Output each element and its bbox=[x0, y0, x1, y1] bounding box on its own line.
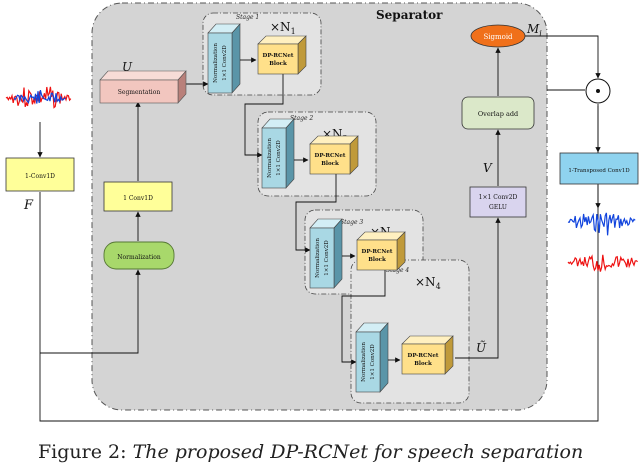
symbol-f: F bbox=[23, 198, 34, 213]
stage-2-dp-block bbox=[309, 135, 359, 175]
conv2d-label: 1×1 Conv2D bbox=[479, 194, 518, 201]
encoder-block bbox=[5, 157, 75, 192]
stage-1-conv-label: 1×1 Conv2D bbox=[222, 45, 228, 81]
stage-2-norm-block bbox=[261, 118, 295, 189]
stage-4-dp-block bbox=[401, 335, 454, 375]
normalization-label: Normalization bbox=[117, 254, 161, 261]
figure-caption: Figure 2: The proposed DP-RCNet for spee… bbox=[38, 441, 584, 463]
stage-4-label: Stage 4 bbox=[386, 267, 409, 274]
stage-1-norm-block bbox=[207, 23, 241, 94]
stage-3-norm-label: Normalization bbox=[315, 238, 321, 278]
sigmoid-block bbox=[470, 24, 526, 48]
stage-2-conv-label: 1×1 Conv2D bbox=[276, 140, 282, 176]
stage-3-dp-label: DP-RCNet bbox=[362, 249, 393, 255]
stage-2-dp-label: DP-RCNet bbox=[315, 153, 346, 159]
output-waveform-blue bbox=[567, 212, 636, 236]
stage-4-norm-label: Normalization bbox=[361, 342, 367, 382]
stage-2-label: Stage 2 bbox=[290, 115, 313, 122]
input-waveform bbox=[5, 86, 72, 109]
symbol-u: U bbox=[122, 60, 133, 74]
stage-2-norm-label: Normalization bbox=[267, 138, 273, 178]
stage-1-dp-label: DP-RCNet bbox=[263, 53, 294, 59]
stage-3-dp-block bbox=[356, 231, 406, 271]
multiply-dot bbox=[596, 89, 600, 93]
stage-3-conv-label: 1×1 Conv2D bbox=[324, 240, 330, 276]
decoder-block bbox=[559, 152, 639, 185]
separator-title: Separator bbox=[376, 8, 443, 22]
conv2d-gelu-block bbox=[469, 186, 527, 218]
stage-1-norm-label: Normalization bbox=[213, 43, 219, 83]
symbol-m: Mi bbox=[526, 22, 542, 38]
sigmoid-label: Sigmoid bbox=[483, 33, 513, 41]
gelu-label: GELU bbox=[489, 204, 507, 211]
stage-1-label: Stage 1 bbox=[236, 14, 259, 21]
stage-4-dp-label: DP-RCNet bbox=[408, 353, 439, 359]
stage-4-conv-label: 1×1 Conv2D bbox=[370, 344, 376, 380]
decoder-label: 1-Transposed Conv1D bbox=[568, 168, 630, 174]
stage-4-repeat: ×N4 bbox=[415, 275, 441, 291]
connection-lines bbox=[37, 35, 601, 422]
segmentation-block bbox=[99, 70, 187, 104]
stage-3-norm-block bbox=[309, 218, 343, 289]
stage-3-label: Stage 3 bbox=[340, 219, 363, 226]
stage-2-dp-label-2: Block bbox=[321, 161, 339, 167]
stage-4-norm-block bbox=[355, 322, 389, 393]
conv1d-label: 1 Conv1D bbox=[123, 195, 153, 202]
encoder-label: 1-Conv1D bbox=[25, 173, 55, 180]
normalization-block bbox=[103, 241, 175, 270]
overlap-add-label: Overlap add bbox=[478, 110, 518, 118]
conv1d-block bbox=[103, 181, 173, 212]
stage-3-dp-label-2: Block bbox=[368, 257, 386, 263]
symbol-u-tilde: Ũ bbox=[476, 340, 487, 355]
stage-1-dp-label-2: Block bbox=[269, 61, 287, 67]
overlap-add-block bbox=[461, 96, 535, 130]
stage-1-repeat: ×N1 bbox=[270, 20, 296, 36]
stage-4-dp-label-2: Block bbox=[414, 361, 432, 367]
segmentation-label: Segmentation bbox=[118, 89, 161, 96]
symbol-v: V bbox=[483, 161, 493, 175]
output-waveform-red bbox=[567, 254, 638, 272]
stage-1-dp-block bbox=[257, 35, 307, 75]
